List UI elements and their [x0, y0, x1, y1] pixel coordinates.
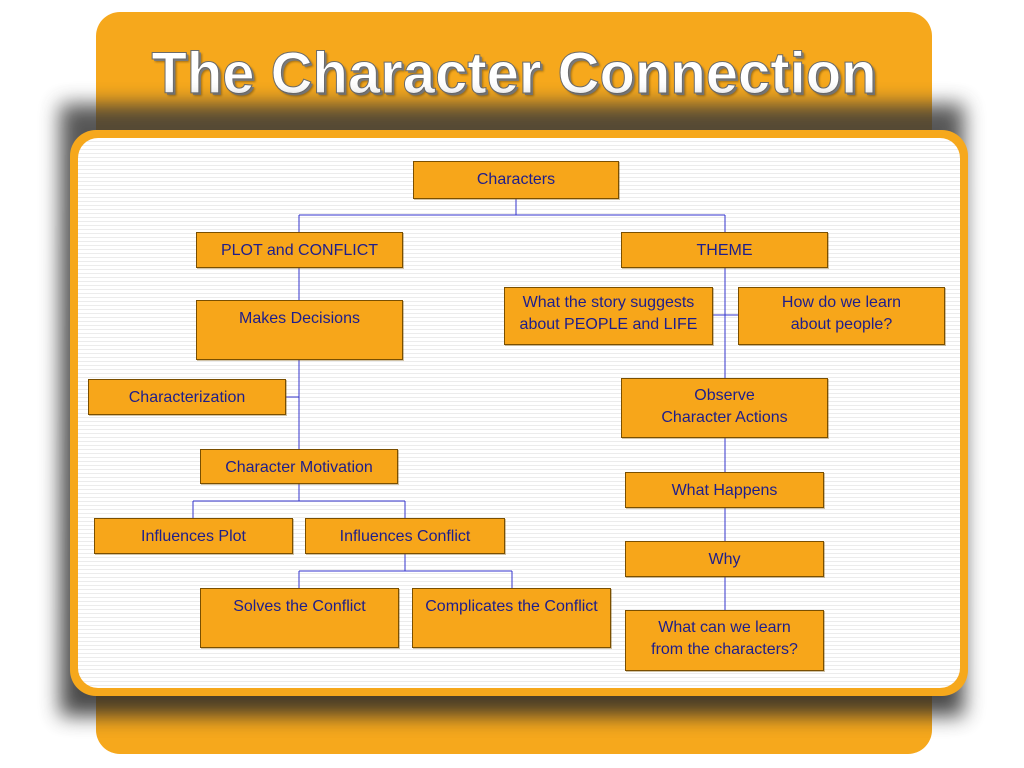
node-story-suggests: What the story suggests about PEOPLE and… — [504, 287, 713, 345]
node-characters: Characters — [413, 161, 619, 199]
node-character-motivation: Character Motivation — [200, 449, 398, 484]
node-makes-decisions: Makes Decisions — [196, 300, 403, 360]
slide-title: The Character Connection — [151, 41, 877, 107]
node-why: Why — [625, 541, 824, 577]
node-solves-the-conflict: Solves the Conflict — [200, 588, 399, 648]
node-influences-plot: Influences Plot — [94, 518, 293, 554]
node-plot-and-conflict: PLOT and CONFLICT — [196, 232, 403, 268]
node-theme: THEME — [621, 232, 828, 268]
node-what-happens: What Happens — [625, 472, 824, 508]
node-complicates-the-conflict: Complicates the Conflict — [412, 588, 611, 648]
node-what-can-we-learn: What can we learn from the characters? — [625, 610, 824, 671]
node-characterization: Characterization — [88, 379, 286, 415]
node-influences-conflict: Influences Conflict — [305, 518, 505, 554]
node-how-do-we-learn: How do we learn about people? — [738, 287, 945, 345]
node-observe-character-actions: Observe Character Actions — [621, 378, 828, 438]
